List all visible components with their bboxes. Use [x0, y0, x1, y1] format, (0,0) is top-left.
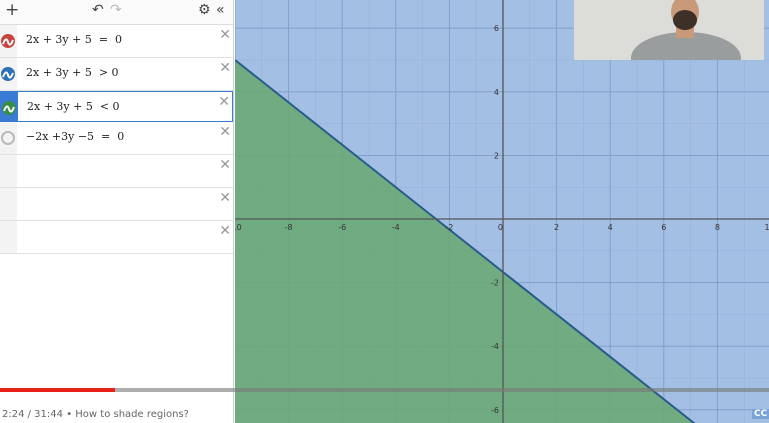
y-tick-label: -6: [491, 406, 499, 415]
y-tick-label: -2: [491, 279, 499, 288]
wave-icon[interactable]: [1, 34, 15, 48]
close-icon[interactable]: ✕: [218, 94, 230, 110]
expression-sidebar: + ↶ ↷ ⚙ « 2x + 3y + 5 = 0✕2x + 3y + 5 > …: [0, 0, 234, 423]
presenter-shoulders: [631, 32, 741, 60]
row-gutter: [0, 122, 17, 154]
wave-icon[interactable]: [2, 101, 16, 115]
row-gutter: [0, 155, 17, 187]
expression-text[interactable]: 2x + 3y + 5 > 0: [26, 66, 119, 79]
row-gutter: [0, 25, 17, 57]
close-icon[interactable]: ✕: [219, 27, 231, 43]
x-tick-label: -10: [235, 223, 242, 232]
presenter-webcam: [574, 0, 764, 60]
row-gutter: [0, 188, 17, 220]
row-gutter: [0, 58, 17, 90]
x-tick-label: -8: [285, 223, 293, 232]
tick-labels: -10 -8 -6 -4 -2 0 2 4 6 8 1 6 4 2 -2 -4 -6: [235, 24, 769, 415]
close-icon[interactable]: ✕: [219, 223, 231, 239]
video-progress-bar[interactable]: [0, 388, 769, 392]
cc-button[interactable]: CC: [752, 409, 769, 419]
close-icon[interactable]: ✕: [219, 157, 231, 173]
boundary-line: [235, 59, 696, 423]
empty-expression-row[interactable]: ✕: [0, 221, 233, 254]
close-icon[interactable]: ✕: [219, 124, 231, 140]
x-tick-label: 2: [554, 223, 559, 232]
x-tick-label: 4: [608, 223, 613, 232]
x-tick-label: -4: [392, 223, 400, 232]
plus-icon[interactable]: +: [5, 0, 20, 20]
video-progress-fill: [0, 388, 116, 392]
x-tick-label: 6: [661, 223, 666, 232]
row-gutter: [0, 221, 17, 253]
y-tick-label: -4: [491, 342, 499, 351]
video-chapter[interactable]: How to shade regions?: [75, 409, 189, 420]
expression-text[interactable]: 2x + 3y + 5 < 0: [27, 100, 120, 113]
empty-expression-row[interactable]: ✕: [0, 188, 233, 221]
video-time: 2:24 / 31:44: [2, 409, 64, 420]
redo-icon[interactable]: ↷: [110, 2, 122, 18]
y-tick-label: 4: [494, 88, 499, 97]
y-tick-label: 6: [494, 24, 499, 33]
expression-toolbar: + ↶ ↷ ⚙ «: [0, 0, 233, 25]
video-time-display: 2:24 / 31:44 • How to shade regions?: [2, 409, 189, 420]
expression-text[interactable]: −2x +3y −5 = 0: [26, 130, 125, 143]
gear-icon[interactable]: ⚙: [198, 2, 211, 18]
expression-list: 2x + 3y + 5 = 0✕2x + 3y + 5 > 0✕2x + 3y …: [0, 25, 233, 155]
row-gutter: [1, 92, 18, 121]
undo-icon[interactable]: ↶: [92, 2, 104, 18]
graph-canvas[interactable]: -10 -8 -6 -4 -2 0 2 4 6 8 1 6 4 2 -2 -4 -6: [235, 0, 769, 423]
presenter-beard: [673, 10, 697, 30]
expression-row[interactable]: 2x + 3y + 5 < 0 ✕: [0, 91, 233, 122]
y-tick-label: 2: [494, 151, 499, 160]
expression-text[interactable]: 2x + 3y + 5 = 0: [26, 33, 123, 46]
expression-row[interactable]: −2x +3y −5 = 0 ✕: [0, 122, 233, 155]
x-tick-label: -2: [445, 223, 453, 232]
double-chevron-left-icon[interactable]: «: [216, 2, 225, 18]
x-tick-label: 1: [764, 223, 769, 232]
close-icon[interactable]: ✕: [219, 60, 231, 76]
empty-circle-icon[interactable]: [1, 131, 15, 145]
wave-icon[interactable]: [1, 67, 15, 81]
x-tick-label: -6: [338, 223, 346, 232]
axes: [235, 0, 769, 423]
empty-expression-row[interactable]: ✕: [0, 155, 233, 188]
x-tick-label: 0: [498, 223, 503, 232]
expression-row[interactable]: 2x + 3y + 5 > 0 ✕: [0, 58, 233, 91]
x-tick-label: 8: [715, 223, 720, 232]
close-icon[interactable]: ✕: [219, 190, 231, 206]
time-separator: •: [66, 409, 76, 420]
expression-row[interactable]: 2x + 3y + 5 = 0 ✕: [0, 25, 233, 58]
